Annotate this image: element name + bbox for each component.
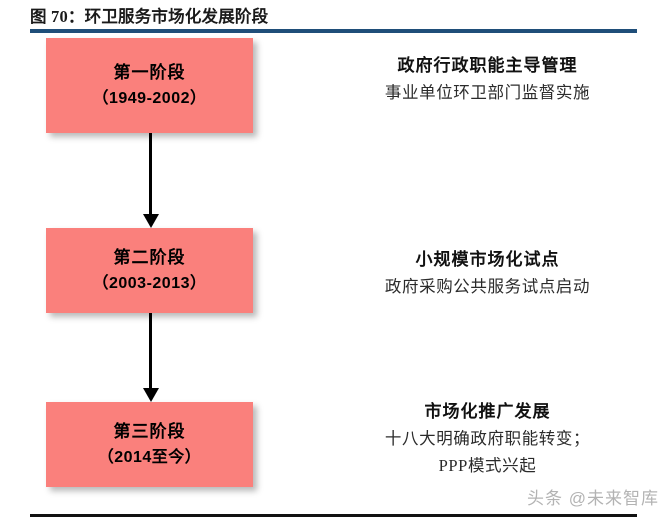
stage-1-description: 政府行政职能主导管理 事业单位环卫部门监督实施 [315, 52, 660, 106]
stage-box-3: 第三阶段 （2014至今） [46, 402, 253, 487]
stage-1-years: （1949-2002） [92, 89, 207, 107]
page-title: 图 70：环卫服务市场化发展阶段 [30, 7, 269, 26]
arrow-head-icon [143, 214, 159, 228]
arrow-stage2-to-stage3 [143, 313, 159, 402]
watermark: 头条 @未来智库 [527, 489, 659, 508]
stage-box-1: 第一阶段 （1949-2002） [46, 38, 253, 133]
arrow-shaft-icon [149, 133, 152, 215]
stage-box-2: 第二阶段 （2003-2013） [46, 228, 253, 313]
stage-3-headline: 市场化推广发展 [424, 402, 551, 421]
stage-1-detail-line-1: 事业单位环卫部门监督实施 [384, 83, 591, 102]
stage-2-years: （2003-2013） [92, 274, 207, 292]
stage-3-detail-line-2: PPP模式兴起 [438, 456, 537, 475]
stage-1-name: 第一阶段 [113, 62, 186, 82]
arrow-head-icon [143, 388, 159, 402]
stage-2-detail-line-1: 政府采购公共服务试点启动 [384, 277, 591, 296]
stage-3-detail-line-1: 十八大明确政府职能转变； [384, 429, 591, 448]
arrow-shaft-icon [149, 313, 152, 389]
figure-header: 图 70：环卫服务市场化发展阶段 [30, 6, 637, 32]
arrow-stage1-to-stage2 [143, 133, 159, 228]
stage-2-headline: 小规模市场化试点 [415, 250, 560, 269]
footer-divider [30, 514, 637, 517]
stage-3-name: 第三阶段 [113, 421, 186, 441]
stage-2-description: 小规模市场化试点 政府采购公共服务试点启动 [315, 246, 660, 300]
stage-2-name: 第二阶段 [113, 247, 186, 267]
stage-1-headline: 政府行政职能主导管理 [397, 56, 578, 75]
stage-3-years: （2014至今） [97, 448, 202, 466]
stage-3-description: 市场化推广发展 十八大明确政府职能转变； PPP模式兴起 [315, 398, 660, 479]
header-divider [30, 29, 637, 33]
